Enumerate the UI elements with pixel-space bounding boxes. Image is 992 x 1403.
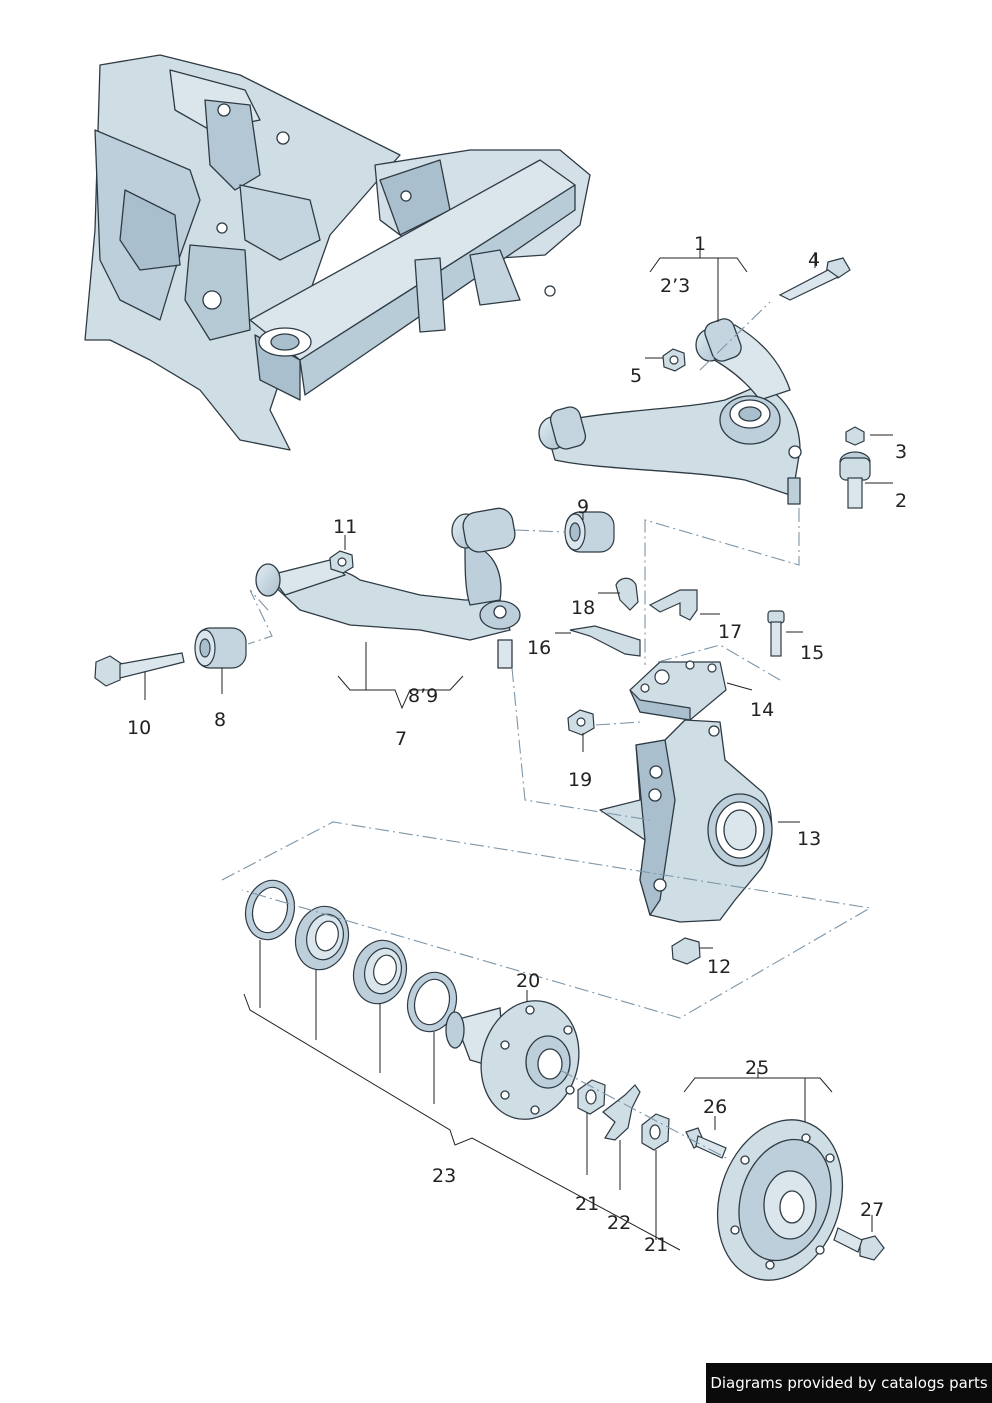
label-1: 1	[694, 233, 706, 255]
label-2-3: 2’3	[660, 275, 690, 297]
label-4: 4	[808, 249, 820, 271]
nut-12	[671, 937, 701, 965]
upper-control-arm	[538, 318, 802, 505]
bolt-27	[833, 1227, 885, 1261]
label-2: 2	[895, 490, 907, 512]
label-9: 9	[577, 496, 589, 518]
nut-21b	[641, 1113, 670, 1151]
nut-21a	[577, 1079, 606, 1115]
ball-joint-2	[839, 426, 871, 509]
label-27: 27	[860, 1199, 884, 1221]
label-19: 19	[568, 769, 592, 791]
assembly-lines	[221, 301, 872, 1161]
label-5: 5	[630, 365, 642, 387]
label-25: 25	[745, 1057, 769, 1079]
bolt-10	[94, 652, 185, 687]
label-21b: 21	[644, 1234, 668, 1256]
label-3: 3	[895, 441, 907, 463]
lower-control-arm	[255, 507, 521, 669]
leader-lines	[144, 244, 893, 1251]
plate-17	[648, 589, 698, 621]
seal-ring-1	[244, 879, 296, 941]
label-7: 7	[395, 728, 407, 750]
label-17: 17	[718, 621, 742, 643]
bolt-4	[778, 257, 851, 301]
plate-16	[569, 625, 641, 657]
label-14: 14	[750, 699, 774, 721]
bolt-15	[767, 610, 785, 657]
wheel-hub	[445, 1000, 580, 1120]
label-10: 10	[127, 717, 151, 739]
label-8-9: 8’9	[408, 685, 438, 707]
callout-labels: 1 2’3 4 5 3 2 9 11 18 17 15 16 14 8’9 10…	[127, 233, 907, 1256]
credit-banner: Diagrams provided by catalogs parts	[706, 1363, 992, 1403]
subframe	[84, 54, 591, 451]
label-13: 13	[797, 828, 821, 850]
bolt-26	[685, 1127, 727, 1159]
nut-19	[567, 709, 595, 736]
mounting-bracket-14	[629, 660, 727, 721]
bearing-1	[294, 905, 350, 971]
label-22: 22	[607, 1212, 631, 1234]
nut-5	[662, 348, 686, 372]
drive-flange-25	[716, 1119, 844, 1281]
label-21a: 21	[575, 1193, 599, 1215]
bushing-9	[564, 511, 615, 553]
label-20: 20	[516, 970, 540, 992]
nut-11	[329, 550, 354, 574]
steering-knuckle	[599, 719, 773, 923]
label-16: 16	[527, 637, 551, 659]
lock-washer-22	[602, 1084, 641, 1141]
seal-ring-2	[406, 971, 458, 1033]
label-23: 23	[432, 1165, 456, 1187]
clip-18	[615, 577, 639, 611]
label-15: 15	[800, 642, 824, 664]
label-18: 18	[571, 597, 595, 619]
bearing-2	[352, 939, 408, 1005]
label-12: 12	[707, 956, 731, 978]
label-11: 11	[333, 516, 357, 538]
bushing-8	[194, 627, 247, 669]
label-8: 8	[214, 709, 226, 731]
label-26: 26	[703, 1096, 727, 1118]
